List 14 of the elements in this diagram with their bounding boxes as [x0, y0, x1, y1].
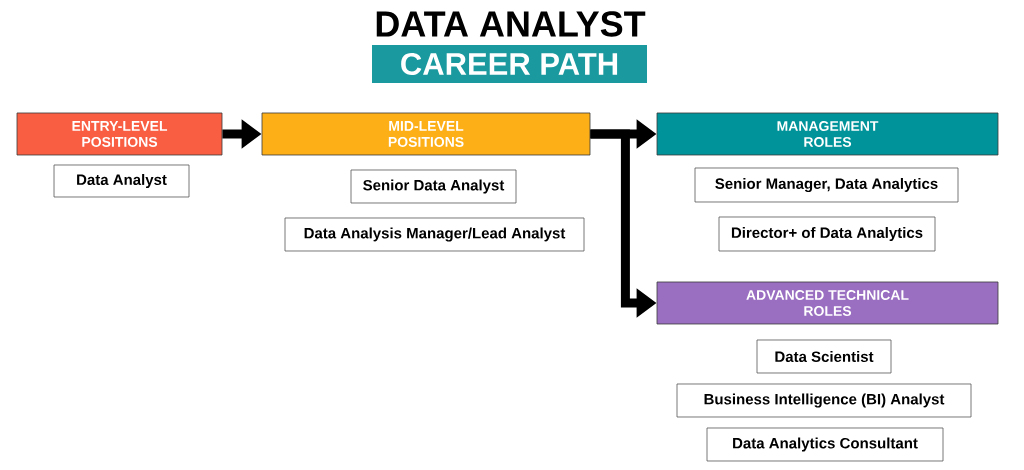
header-box: MID-LEVEL POSITIONS [261, 112, 591, 156]
title: DATA ANALYST [376, 11, 646, 37]
title-band: CAREER PATH [372, 45, 647, 83]
role-box: Data Scientist [756, 339, 892, 374]
role-box: Director+ of Data Analytics [718, 216, 936, 252]
role-box: Business Intelligence (BI) Analyst [676, 383, 972, 418]
role-box: Senior Data Analyst [350, 169, 517, 204]
role-box: Senior Manager, Data Analytics [694, 167, 959, 203]
header-box: ADVANCED TECHNICAL ROLES [656, 281, 999, 325]
header-box: ENTRY-LEVEL POSITIONS [16, 112, 223, 156]
role-box: Data Analytics Consultant [706, 427, 944, 462]
role-box: Data Analyst [53, 164, 190, 198]
header-box: MANAGEMENT ROLES [656, 112, 999, 156]
role-box: Data Analysis Manager/Lead Analyst [284, 217, 585, 252]
